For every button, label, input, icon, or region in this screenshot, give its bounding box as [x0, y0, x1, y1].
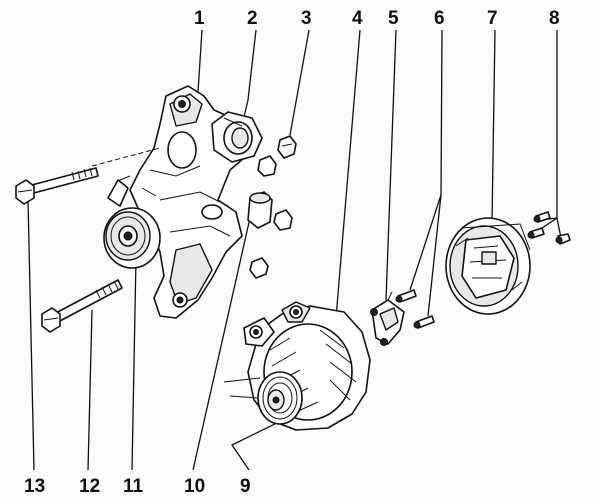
regulator: [370, 291, 405, 346]
callout-1: 1: [194, 8, 205, 29]
callout-8: 8: [549, 8, 560, 29]
callout-13: 13: [24, 476, 45, 497]
rear-cover: [445, 217, 531, 315]
callout-12: 12: [79, 476, 100, 497]
callout-7: 7: [487, 8, 498, 29]
callout-2: 2: [247, 8, 258, 29]
leader-7: [491, 29, 496, 223]
callout-5: 5: [388, 8, 399, 29]
leader-13: [27, 199, 35, 471]
screws-8: [527, 211, 571, 245]
screws-6: [395, 289, 435, 329]
leader-1: [197, 29, 203, 93]
alternator: [223, 301, 371, 431]
callout-10: 10: [184, 476, 205, 497]
bolt: [41, 279, 123, 333]
sleeve: [247, 191, 273, 229]
leader-5: [385, 29, 397, 301]
leader-3: [289, 29, 310, 136]
leader-6b: [427, 194, 442, 317]
bushing: [211, 111, 263, 163]
callout-6: 6: [434, 8, 445, 29]
callout-9: 9: [240, 476, 251, 497]
callout-11: 11: [123, 476, 144, 497]
leader-8a: [539, 30, 558, 221]
tensioner-pulley: [103, 175, 161, 269]
leader-11: [131, 257, 137, 471]
callout-3: 3: [301, 8, 312, 29]
nuts: [249, 135, 297, 279]
leader-6a: [409, 29, 443, 291]
leader-10: [192, 217, 251, 471]
leader-8c: [556, 217, 562, 239]
callout-4: 4: [352, 8, 363, 29]
leader-4: [335, 29, 361, 319]
leader-lines: [27, 29, 562, 471]
long-bolt: [15, 147, 161, 205]
leader-12: [87, 309, 93, 471]
